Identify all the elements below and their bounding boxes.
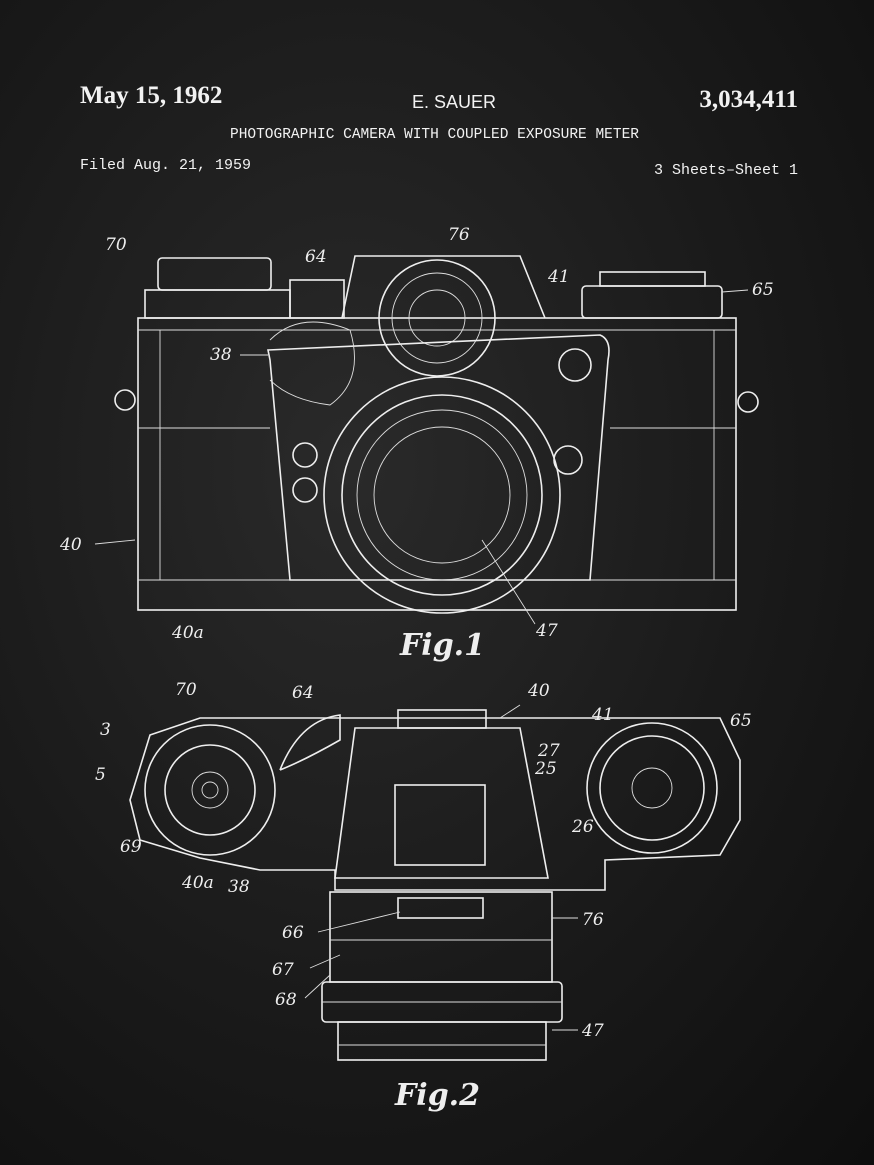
svg-text:25: 25: [534, 759, 557, 779]
figure-1-front-view: [115, 256, 758, 613]
svg-text:66: 66: [282, 923, 304, 943]
svg-text:38: 38: [210, 345, 232, 365]
svg-text:65: 65: [730, 711, 752, 731]
svg-text:69: 69: [120, 837, 142, 857]
svg-text:47: 47: [535, 621, 558, 641]
svg-text:26: 26: [571, 817, 594, 837]
figure-2-reference-labels: 70 64 40 41 65 3 5 69 40a 38 27 25 26 66…: [95, 680, 752, 1113]
svg-text:64: 64: [305, 247, 327, 267]
svg-text:38: 38: [228, 877, 250, 897]
svg-text:67: 67: [272, 960, 294, 980]
svg-text:65: 65: [752, 280, 774, 300]
svg-text:47: 47: [581, 1021, 604, 1041]
svg-text:41: 41: [591, 705, 614, 725]
svg-text:76: 76: [448, 225, 470, 245]
figure-2-top-view: [130, 710, 740, 1060]
svg-text:76: 76: [582, 910, 604, 930]
svg-text:40: 40: [59, 535, 82, 555]
figure-2-caption: Fig.2: [394, 1078, 480, 1113]
svg-text:40a: 40a: [171, 623, 204, 643]
svg-text:68: 68: [275, 990, 297, 1010]
svg-text:5: 5: [95, 765, 106, 785]
figure-1-caption: Fig.1: [399, 628, 485, 663]
svg-text:41: 41: [547, 267, 570, 287]
svg-text:70: 70: [175, 680, 197, 700]
svg-text:70: 70: [105, 235, 127, 255]
svg-text:40: 40: [527, 681, 550, 701]
svg-text:27: 27: [537, 741, 560, 761]
svg-text:3: 3: [100, 720, 111, 740]
svg-text:40a: 40a: [181, 873, 214, 893]
svg-text:64: 64: [292, 683, 314, 703]
